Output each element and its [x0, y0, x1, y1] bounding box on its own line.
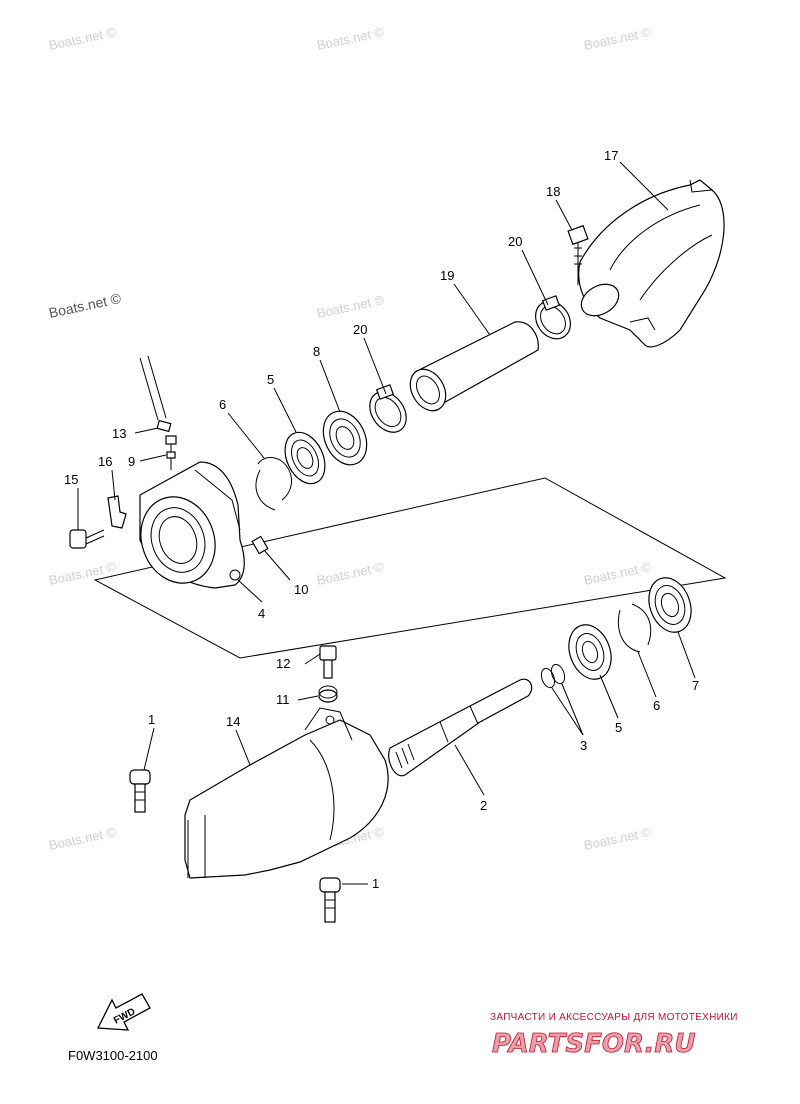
callout-12: 12: [276, 656, 290, 671]
callout-20: 20: [353, 322, 367, 337]
part-1-bolt-lower: [319, 877, 341, 923]
part-14-shaft-housing: [184, 707, 389, 879]
callout-18: 18: [546, 184, 560, 199]
watermark: Boats.net ©: [583, 559, 653, 588]
watermark: Boats.net ©: [47, 290, 123, 321]
callout-9: 9: [128, 454, 135, 469]
callout-1: 1: [372, 876, 379, 891]
part-17-intake-grate: [578, 179, 725, 348]
part-1-bolt-upper: [129, 769, 151, 813]
watermark: Boats.net ©: [48, 24, 118, 53]
part-5-bearing-upper: [284, 431, 326, 485]
part-2-drive-shaft: [388, 678, 533, 777]
leader-lines: [77, 161, 696, 885]
callout-7: 7: [692, 678, 699, 693]
part-4-bearing-housing: [139, 461, 245, 589]
callout-5: 5: [267, 372, 274, 387]
callout-16: 16: [98, 454, 112, 469]
part-13-nipple: [156, 419, 172, 433]
assembly-group-outline: [93, 477, 727, 659]
banner-tagline: ЗАПЧАСТИ И АКСЕССУАРЫ ДЛЯ МОТОТЕХНИКИ: [490, 1012, 738, 1023]
part-20-hose-clamp-upper: [534, 295, 572, 340]
part-20-hose-clamp-lower: [369, 384, 407, 433]
callout-11: 11: [276, 692, 290, 707]
callout-20: 20: [508, 234, 522, 249]
callout-17: 17: [604, 148, 618, 163]
callout-3: 3: [580, 738, 587, 753]
banner-brand-logo: PARTSFOR.RU: [492, 1029, 695, 1059]
callout-2: 2: [480, 798, 487, 813]
fwd-arrow-icon: FWD: [96, 993, 151, 1031]
part-19-hose: [409, 321, 539, 412]
callout-6: 6: [219, 397, 226, 412]
callout-6: 6: [653, 698, 660, 713]
part-10-pin: [251, 535, 269, 555]
watermark: Boats.net ©: [316, 292, 386, 321]
part-7-bearing: [648, 577, 692, 633]
callout-4: 4: [258, 606, 265, 621]
watermark: Boats.net ©: [48, 824, 118, 853]
callout-5: 5: [615, 720, 622, 735]
part-5-bearing-lower: [568, 624, 612, 680]
cooling-hose-line: [139, 355, 167, 421]
callout-labels: 17 18 20 19 20 8 5 6 13 9 16 15 10 4 12 …: [64, 148, 699, 891]
watermark: Boats.net ©: [316, 559, 386, 588]
part-8-bearing: [322, 410, 368, 466]
watermark: Boats.net ©: [48, 559, 118, 588]
diagram-code: F0W3100-2100: [68, 1048, 158, 1063]
part-3-o-rings: [540, 663, 566, 689]
partsfor-banner: ЗАПЧАСТИ И АКСЕССУАРЫ ДЛЯ МОТОТЕХНИКИ PA…: [490, 1012, 738, 1059]
callout-1: 1: [148, 712, 155, 727]
part-18-bolt: [567, 224, 589, 285]
part-11-washer: [318, 685, 338, 703]
part-15-bolt: [69, 529, 105, 549]
callout-10: 10: [294, 582, 308, 597]
callout-14: 14: [226, 714, 240, 729]
part-16-plate: [107, 495, 127, 529]
callout-13: 13: [112, 426, 126, 441]
callout-8: 8: [313, 344, 320, 359]
watermark: Boats.net ©: [583, 824, 653, 853]
callout-15: 15: [64, 472, 78, 487]
callout-19: 19: [440, 268, 454, 283]
part-6-circlip-lower: [617, 603, 652, 653]
watermark: Boats.net ©: [316, 24, 386, 53]
part-9-fitting: [165, 435, 177, 470]
watermark: Boats.net ©: [583, 24, 653, 53]
part-6-circlip-upper: [255, 456, 292, 511]
part-12-bolt: [319, 645, 337, 679]
